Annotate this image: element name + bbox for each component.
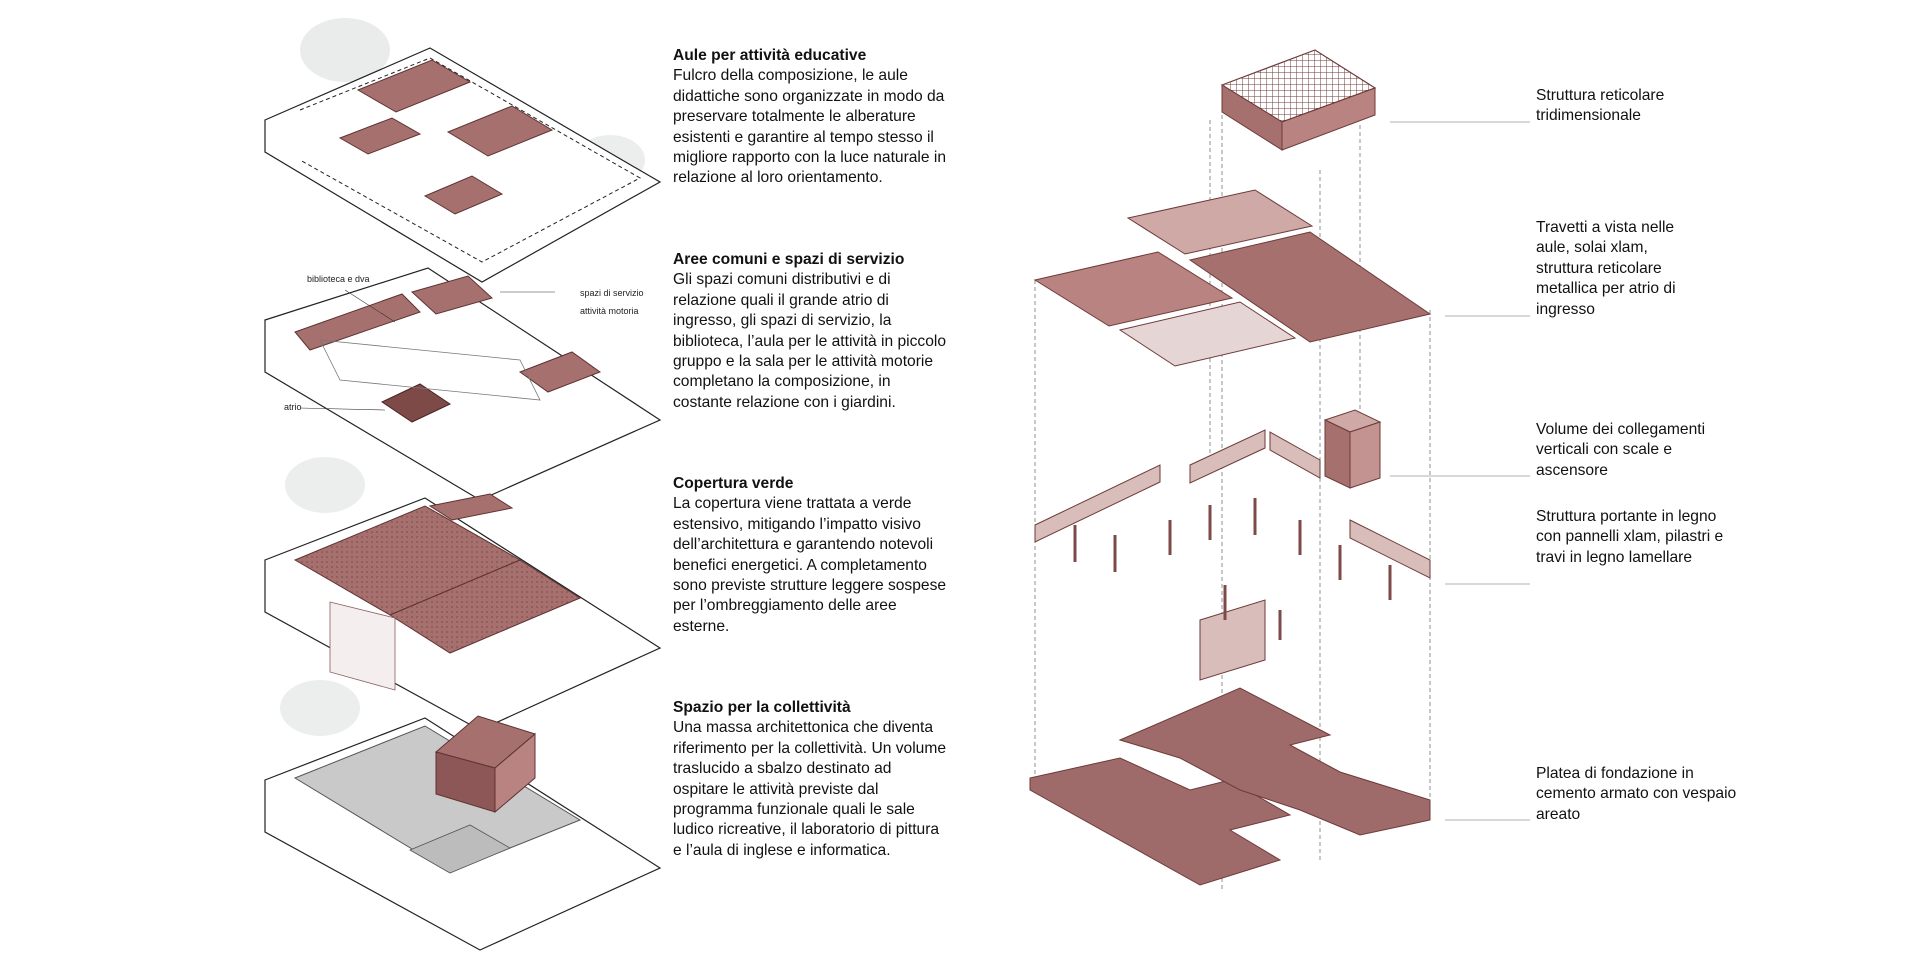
diagram-copertura-verde [264, 457, 662, 731]
section-body: La copertura viene trattata a verde este… [673, 495, 947, 635]
section-copertura-verde: Copertura verde La copertura viene tratt… [673, 474, 951, 637]
section-title: Aule per attività educative [673, 47, 867, 64]
layer-label-travetti: Travetti a vista nelle aule, solai xlam,… [1536, 219, 1676, 318]
section-title: Aree comuni e spazi di servizio [673, 251, 905, 268]
layer-label-collegamenti-verticali: Volume dei collegamenti verticali con sc… [1536, 421, 1706, 479]
section-aree-comuni: Aree comuni e spazi di servizio Gli spaz… [673, 250, 951, 413]
exploded-axonometric [1029, 49, 1432, 890]
section-body: Fulcro della composizione, le aule didat… [673, 67, 947, 187]
tree-icon [285, 457, 365, 513]
section-title: Copertura verde [673, 475, 794, 492]
section-collettivita: Spazio per la collettività Una massa arc… [673, 698, 951, 861]
tag-biblioteca: biblioteca e dva [307, 274, 370, 284]
tag-spazi-servizio: spazi di servizio [580, 288, 644, 298]
diagram-collettivita [264, 680, 662, 951]
tree-icon [300, 18, 390, 82]
section-aule: Aule per attività educative Fulcro della… [673, 46, 951, 189]
layer-label-struttura-reticolare: Struttura reticolare tridimensionale [1536, 87, 1665, 125]
label-leaders [1390, 121, 1530, 821]
diagram-aree-comuni [264, 267, 662, 501]
layer-label-struttura-portante: Struttura portante in legno con pannelli… [1536, 508, 1724, 566]
section-title: Spazio per la collettività [673, 699, 851, 716]
section-body: Gli spazi comuni distributivi e di relaz… [673, 271, 947, 411]
tree-icon [280, 680, 360, 736]
tag-atrio: atrio [284, 402, 302, 412]
tag-attivita-motoria: attività motoria [580, 306, 639, 316]
section-body: Una massa architettonica che diventa rif… [673, 719, 946, 859]
layer-label-platea: Platea di fondazione in cemento armato c… [1536, 765, 1737, 823]
diagram-aule [264, 18, 662, 283]
